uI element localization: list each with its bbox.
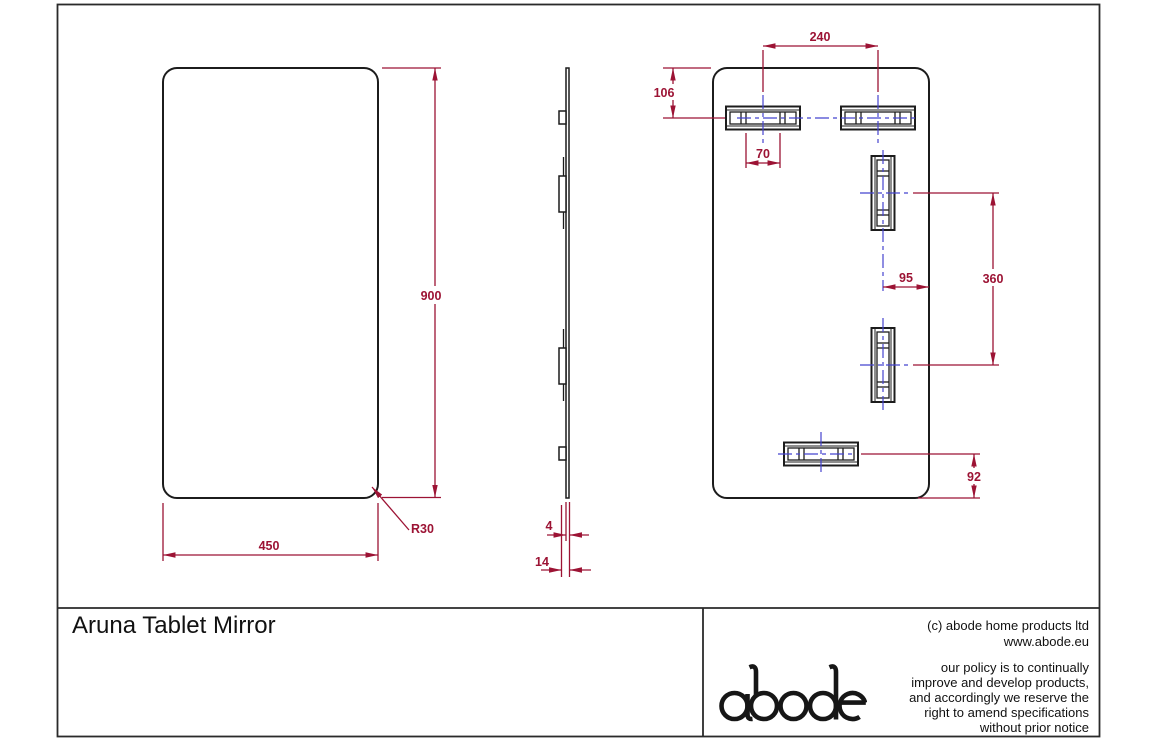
dim-spacing-360: 360: [913, 192, 1009, 366]
dim-label-width: 450: [259, 539, 280, 553]
abode-logo: [719, 662, 868, 729]
dim-label-95: 95: [899, 271, 913, 285]
front-view: [162, 67, 379, 499]
rear-view-dimensions: 240 106 70 95: [648, 30, 1009, 499]
sheet-border: [56, 3, 1101, 738]
policy-line: right to amend specifications: [924, 705, 1089, 720]
dim-label-thickness: 4: [546, 519, 553, 533]
side-bracket-block-lower: [558, 347, 567, 385]
dim-label-92: 92: [967, 470, 981, 484]
copyright-line: (c) abode home products ltd: [927, 618, 1089, 633]
rear-view: [712, 67, 930, 499]
mirror-front-outline: [162, 67, 379, 499]
mirror-side-glass: [565, 67, 570, 499]
policy-line: improve and develop products,: [911, 675, 1089, 690]
side-bracket-tab-top: [558, 110, 567, 125]
dim-depth-14: 14: [535, 505, 591, 577]
dim-label-depth: 14: [535, 555, 549, 569]
policy-statement: our policy is to continually improve and…: [909, 660, 1089, 735]
rear-view-centerlines: [737, 95, 918, 476]
dim-offset-92: 92: [861, 453, 987, 499]
policy-line: without prior notice: [979, 720, 1089, 735]
dim-corner-radius-r30: R30: [371, 486, 434, 536]
policy-line: and accordingly we reserve the: [909, 690, 1089, 705]
website-url: www.abode.eu: [1003, 634, 1089, 649]
drawing-title: Aruna Tablet Mirror: [72, 612, 276, 639]
dim-offset-106: 106: [648, 67, 725, 119]
side-bracket-tab-bottom: [558, 446, 567, 461]
side-view: [558, 67, 570, 499]
side-view-dimensions: 4 14: [535, 502, 591, 577]
dim-width-450: 450: [162, 503, 379, 561]
dim-label-106: 106: [654, 86, 675, 100]
dim-spacing-240: 240: [762, 30, 879, 92]
dim-height-900: 900: [382, 67, 444, 499]
policy-line: our policy is to continually: [940, 660, 1089, 675]
side-bracket-block-upper: [558, 175, 567, 213]
dim-label-70: 70: [756, 147, 770, 161]
dim-slot-70: 70: [745, 133, 781, 168]
dim-label-height: 900: [421, 289, 442, 303]
dim-thickness-4: 4: [546, 502, 589, 577]
copyright-block: (c) abode home products ltd www.abode.eu: [927, 618, 1089, 650]
dim-label-240: 240: [810, 30, 831, 44]
front-view-dimensions: 900 450 R30: [162, 67, 444, 561]
dim-inset-95: 95: [883, 271, 929, 290]
dim-label-360: 360: [983, 272, 1004, 286]
dim-label-radius: R30: [411, 522, 434, 536]
